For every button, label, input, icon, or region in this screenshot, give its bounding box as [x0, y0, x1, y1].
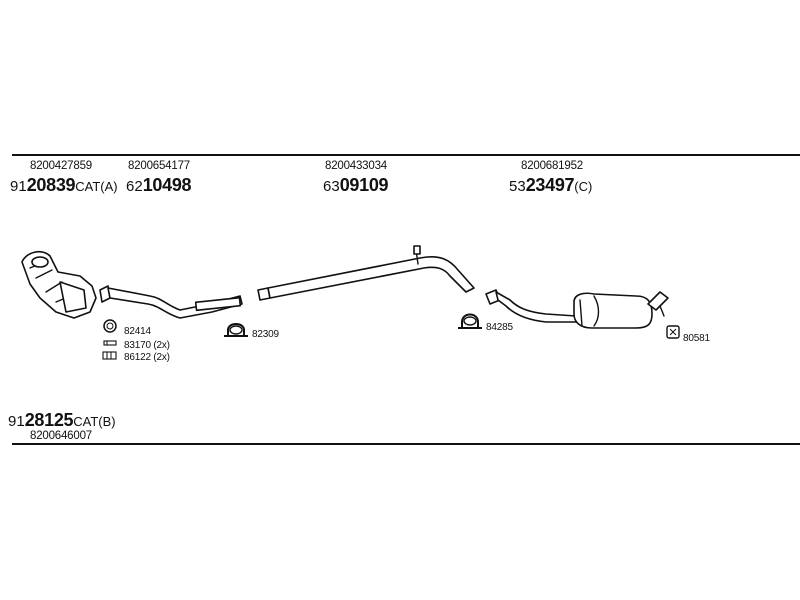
ring-clamp-icon	[103, 319, 117, 333]
small-part-label: 83170 (2x)	[124, 340, 170, 351]
rubber-mount-icon	[666, 325, 680, 339]
u-bolt-clamp-icon	[458, 313, 482, 329]
oem-number-catalyst-a: 8200427859	[30, 160, 92, 172]
oem-number-front-pipe: 8200654177	[128, 160, 190, 172]
part-main-number: 20839	[26, 175, 76, 195]
bottom-rule	[12, 443, 800, 445]
oem-number-catalyst-b: 8200646007	[30, 430, 92, 442]
part-suffix: (C)	[574, 179, 593, 194]
part-number-catalyst-a: 9120839CAT(A)	[10, 176, 118, 196]
part-main-number: 09109	[339, 175, 389, 195]
small-part-label: 80581	[683, 333, 710, 344]
part-main-number: 28125	[24, 410, 74, 430]
u-bolt-clamp-icon	[224, 323, 248, 337]
part-main-number: 10498	[142, 175, 192, 195]
rear-muffler-drawing	[485, 289, 669, 329]
part-prefix: 62	[126, 178, 143, 195]
small-part-label: 82309	[252, 329, 279, 340]
part-suffix: CAT(B)	[73, 414, 116, 429]
oem-number-rear-muffler: 8200681952	[521, 160, 583, 172]
part-number-front-pipe: 6210498	[126, 175, 192, 196]
middle-pipe-drawing	[257, 245, 475, 301]
front-pipe-drawing	[99, 285, 243, 319]
part-prefix: 63	[323, 178, 340, 195]
small-part-label: 84285	[486, 322, 513, 333]
small-part-label: 82414	[124, 326, 151, 337]
nut-icon	[102, 351, 117, 360]
bolt-icon	[103, 340, 117, 346]
catalytic-converter-drawing	[21, 250, 97, 319]
part-prefix: 91	[8, 413, 25, 430]
part-number-middle-pipe: 6309109	[323, 175, 389, 196]
part-prefix: 91	[10, 178, 27, 195]
part-number-catalyst-b: 9128125CAT(B)	[8, 411, 116, 431]
part-suffix: CAT(A)	[75, 179, 118, 194]
part-main-number: 23497	[525, 175, 575, 195]
part-prefix: 53	[509, 178, 526, 195]
top-rule	[12, 154, 800, 156]
oem-number-middle-pipe: 8200433034	[325, 160, 387, 172]
part-number-rear-muffler: 5323497(C)	[509, 176, 592, 196]
small-part-label: 86122 (2x)	[124, 352, 170, 363]
